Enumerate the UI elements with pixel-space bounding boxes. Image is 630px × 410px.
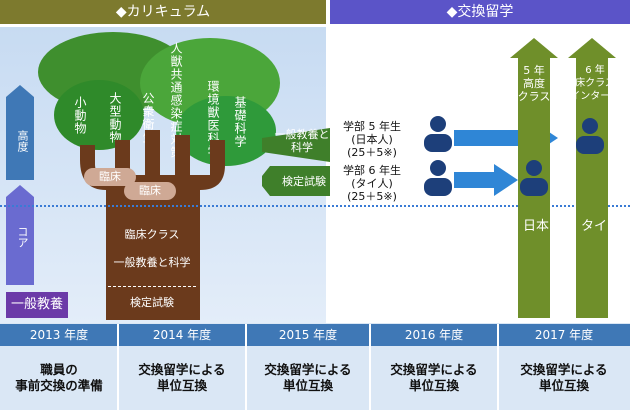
general-education-box: 一般教養 [6, 292, 68, 318]
timeline-item: 交換留学による 単位互換 [138, 362, 226, 393]
axis-label-core: コア [16, 226, 29, 248]
timeline-divider [369, 324, 371, 410]
dotted-separator [0, 205, 630, 207]
timeline-divider [117, 324, 119, 410]
leaf-label: 基礎科学 [233, 96, 247, 148]
tree-trunk [80, 130, 225, 320]
thai-target-label: 6 年 臨床クラスと インターン [565, 65, 625, 102]
trunk-clinical-class: 臨床クラス [124, 228, 180, 241]
person-icon [576, 118, 604, 154]
leaf-label: 環境獣医科学 [206, 80, 220, 158]
year-label: 2014 年度 [152, 328, 212, 342]
clinical-bubble: 臨床 [84, 168, 136, 186]
timeline-divider [245, 324, 247, 410]
green-arrows [262, 128, 330, 196]
trunk-general-science: 一般教養と科学 [113, 256, 191, 269]
trunk-exam: 検定試験 [130, 296, 174, 309]
japan-student-label: 学部 5 年生 (日本人) (25＋5※) [343, 120, 401, 159]
axis-label-advanced: 高度 [16, 130, 29, 152]
japan-target-label: 5 年 高度 クラス [517, 64, 551, 103]
timeline-item: 交換留学による 単位互換 [390, 362, 478, 393]
timeline-item: 交換留学による 単位互換 [520, 362, 608, 393]
tree-canopy [176, 96, 276, 166]
trunk-divider [108, 286, 196, 287]
thai-location: タイ [580, 219, 607, 234]
thai-student-label: 学部 6 年生 (タイ人) (25＋5※) [343, 164, 401, 203]
year-label: 2013 年度 [29, 328, 89, 342]
person-icon [424, 160, 452, 196]
arrow-general-label: 一般教養と 科学 [274, 128, 330, 154]
timeline-item: 交換留学による 単位互換 [264, 362, 352, 393]
arrow-exam-label: 検定試験 [282, 175, 326, 188]
timeline-divider [497, 324, 499, 410]
person-icon [520, 160, 548, 196]
left-axis [6, 85, 34, 285]
timeline-item: 職員の 事前交換の準備 [15, 362, 103, 393]
tree-canopy [54, 80, 144, 150]
year-label: 2017 年度 [534, 328, 594, 342]
japan-location: 日本 [522, 219, 549, 234]
year-label: 2016 年度 [404, 328, 464, 342]
curriculum-header: ◆カリキュラム [0, 0, 326, 24]
timeline-years: 2013 年度 2014 年度 2015 年度 2016 年度 2017 年度 [0, 324, 630, 346]
destination-icons [520, 118, 604, 196]
exchange-header: ◆交換留学 [330, 0, 630, 24]
student-icons [424, 116, 452, 196]
leaf-label: 人獣共通感染症対策 [169, 42, 183, 159]
leaf-label: 小動物 [73, 96, 87, 135]
leaf-label: 大型動物 [108, 92, 122, 144]
person-icon [424, 116, 452, 152]
year-label: 2015 年度 [278, 328, 338, 342]
clinical-bubble: 臨床 [124, 182, 176, 200]
